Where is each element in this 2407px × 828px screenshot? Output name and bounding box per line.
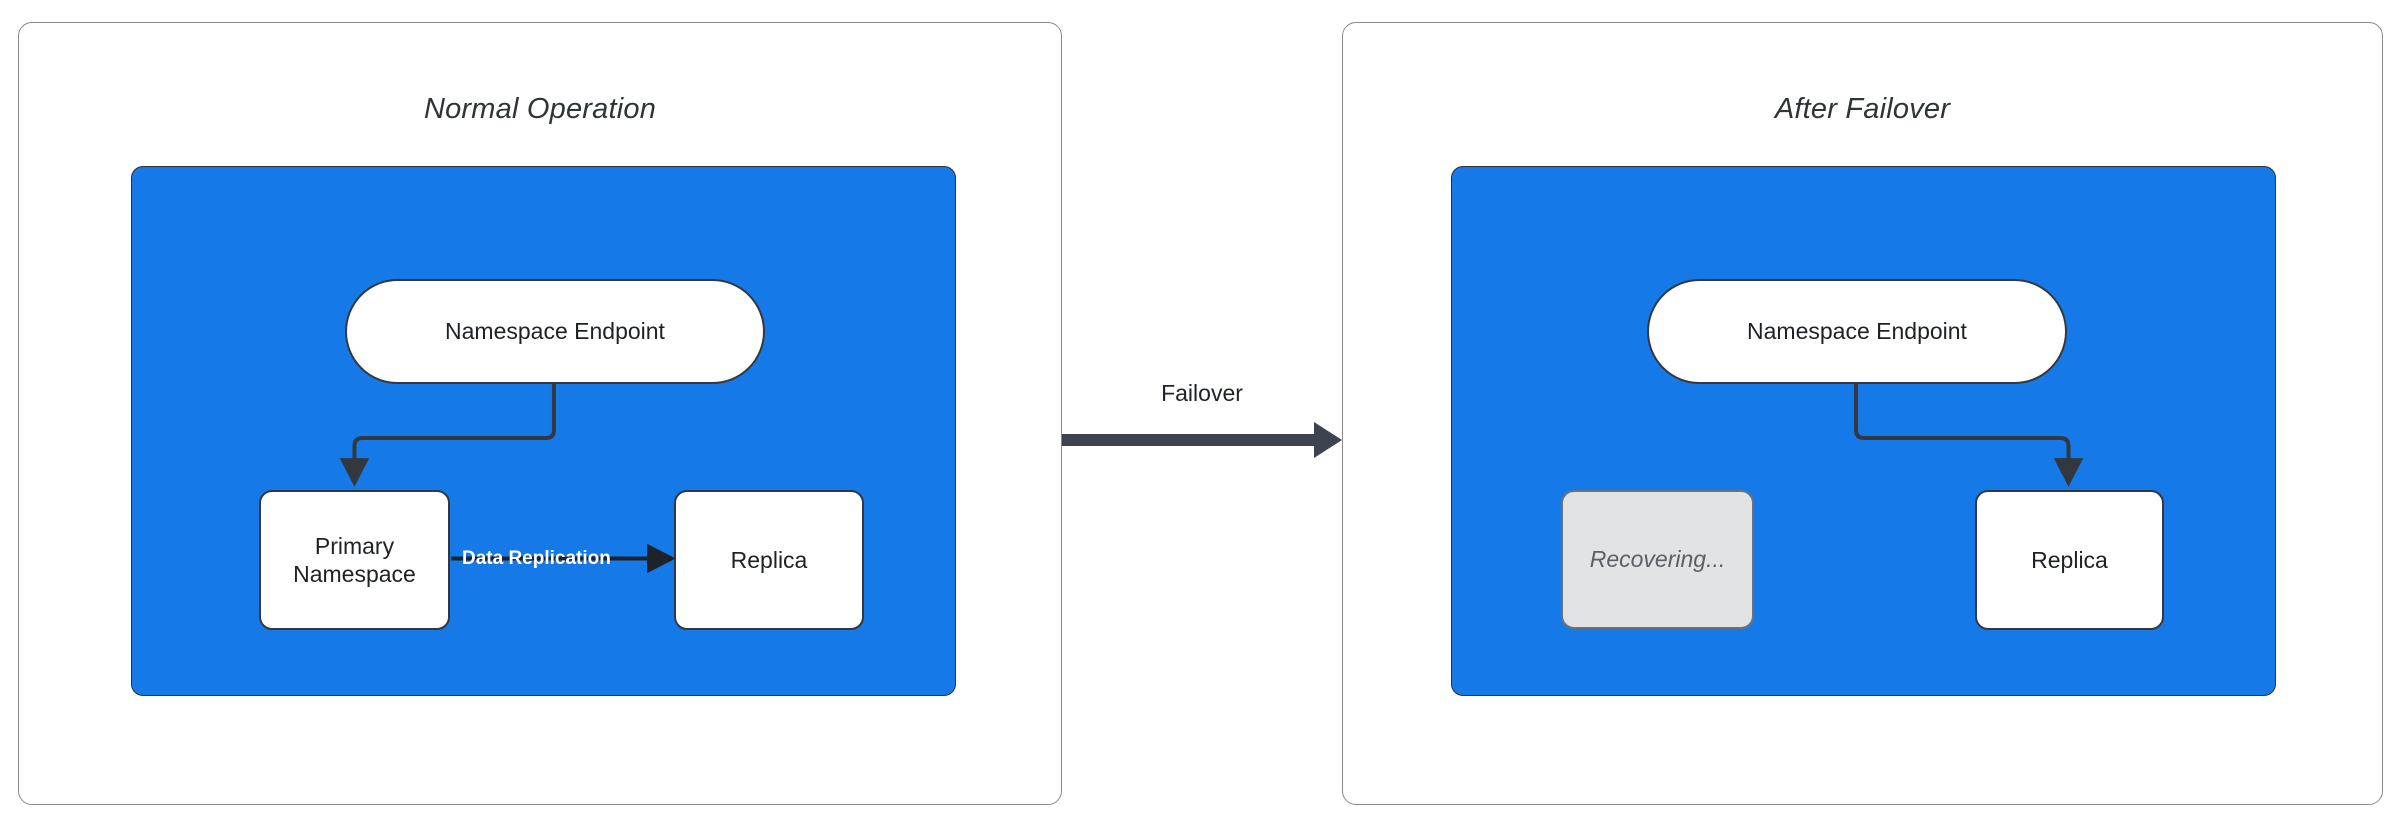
failover-label: Failover	[1161, 380, 1243, 406]
edge-label-data-replication: Data Replication	[462, 548, 611, 569]
node-replica-failover[interactable]: Replica	[1975, 490, 2164, 630]
blue-region-after-failover: Namespace Endpoint Recovering... Replica	[1451, 166, 2276, 696]
panel-title-after-failover: After Failover	[1774, 93, 1951, 125]
node-namespace-endpoint-failover[interactable]: Namespace Endpoint	[1647, 279, 2067, 384]
node-primary-namespace[interactable]: Primary Namespace	[259, 490, 450, 630]
blue-region-normal-operation: Namespace Endpoint Primary Namespace Rep…	[131, 166, 956, 696]
node-replica-normal[interactable]: Replica	[674, 490, 864, 630]
node-namespace-endpoint-normal[interactable]: Namespace Endpoint	[345, 279, 765, 384]
panel-after-failover: After Failover Namespace Endpoint Recove…	[1342, 22, 2383, 805]
node-recovering[interactable]: Recovering...	[1561, 490, 1754, 629]
panel-normal-operation: Normal Operation Namespace Endpoint Prim…	[18, 22, 1062, 805]
panel-title-normal-operation: Normal Operation	[423, 93, 657, 125]
failover-transition: Failover	[1062, 380, 1342, 500]
